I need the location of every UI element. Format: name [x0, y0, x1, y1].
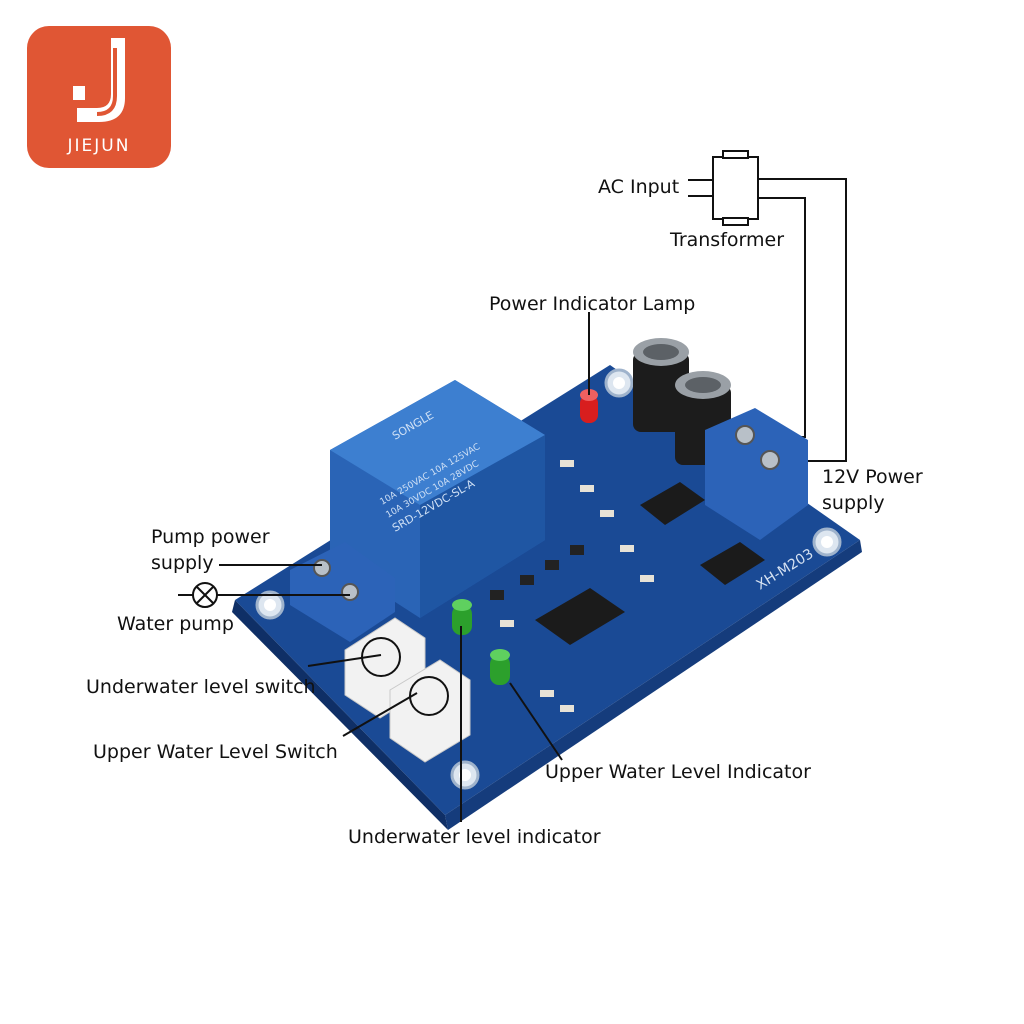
label-ac-input: AC Input	[598, 176, 680, 198]
transistors	[490, 545, 584, 600]
led-upper-water-level	[490, 649, 510, 685]
label-pump-power-line1: Pump power	[151, 526, 270, 548]
transformer-symbol	[688, 150, 759, 226]
label-upper-water-level-switch: Upper Water Level Switch	[93, 741, 338, 763]
terminal-block-12v	[705, 408, 808, 540]
switch-highlight-circles	[361, 637, 449, 716]
led-underwater-level	[452, 599, 472, 635]
relay-module: SONGLE 10A 250VAC 10A 125VAC 10A 30VDC 1…	[330, 380, 545, 618]
label-water-pump: Water pump	[117, 613, 234, 635]
brand-j-mark	[73, 38, 125, 122]
label-upper-water-level-indicator: Upper Water Level Indicator	[545, 761, 811, 783]
brand-logo: JIEJUN	[27, 26, 171, 168]
label-underwater-level-switch: Underwater level switch	[86, 676, 316, 698]
label-transformer: Transformer	[670, 229, 785, 251]
callout-lines	[178, 312, 590, 822]
smd-components	[500, 460, 654, 712]
label-pump-power-line2: supply	[151, 552, 214, 574]
water-pump-symbol	[192, 582, 218, 608]
brand-logo-text: JIEJUN	[67, 136, 131, 156]
electrolytic-capacitors	[633, 338, 731, 465]
label-12v-power-line1: 12V Power	[822, 466, 923, 488]
label-underwater-level-indicator: Underwater level indicator	[348, 826, 601, 848]
level-switch-connectors	[344, 617, 471, 763]
label-power-indicator-lamp: Power Indicator Lamp	[489, 293, 696, 315]
label-12v-power-line2: supply	[822, 492, 885, 514]
